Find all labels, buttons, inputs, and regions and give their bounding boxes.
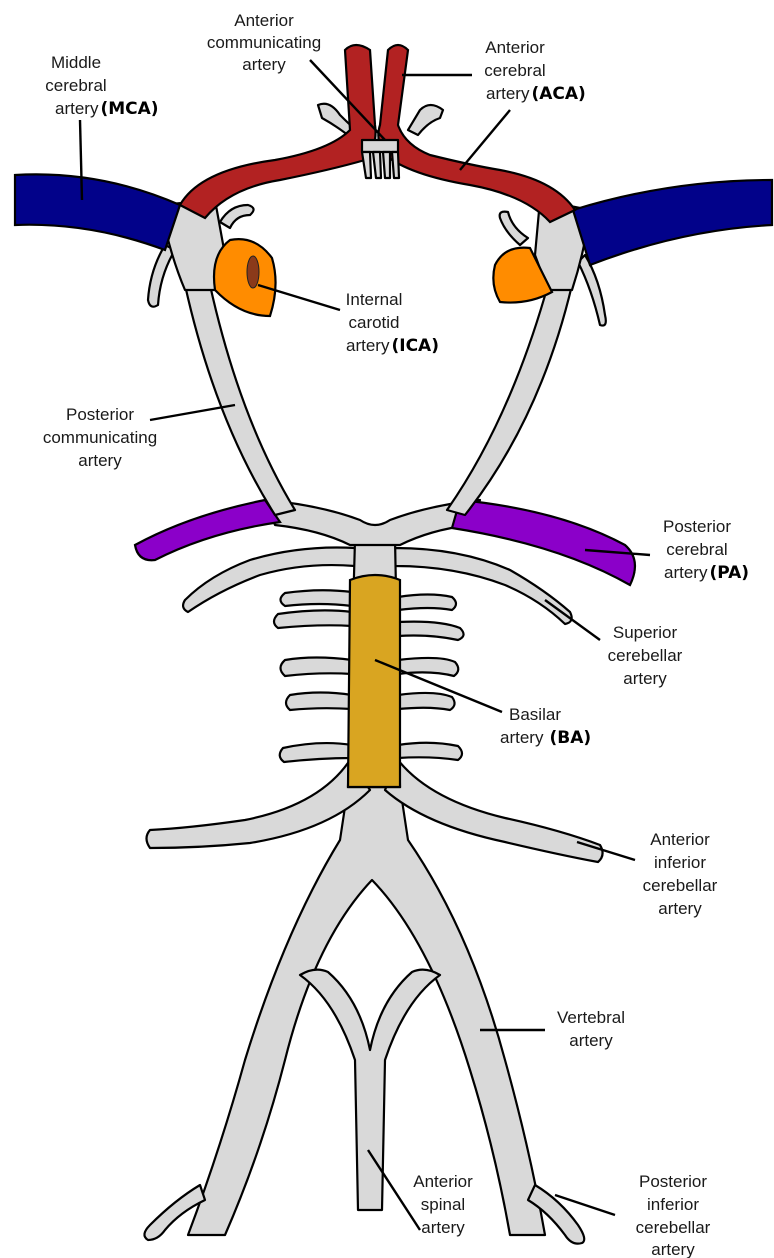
mca-left-shape bbox=[15, 174, 180, 250]
pca-left-shape bbox=[135, 500, 280, 560]
ica-left-shape bbox=[214, 239, 276, 316]
label-asa-line2: spinal bbox=[421, 1195, 465, 1214]
label-pica-line2: inferior bbox=[647, 1195, 699, 1214]
label-pcom-line2: communicating bbox=[43, 428, 157, 447]
label-aca-abbr: (ACA) bbox=[531, 84, 585, 104]
label-pcom-line1: Posterior bbox=[66, 405, 134, 424]
label-ica-line2: carotid bbox=[348, 313, 399, 332]
label-aica-line1: Anterior bbox=[650, 830, 710, 849]
label-sca-line1: Superior bbox=[613, 623, 678, 642]
label-vertebral-line1: Vertebral bbox=[557, 1008, 625, 1027]
acom-artery bbox=[362, 140, 399, 178]
label-pca-line1: Posterior bbox=[663, 517, 731, 536]
label-aica-line4: artery bbox=[658, 899, 702, 918]
label-pcom-line3: artery bbox=[78, 451, 122, 470]
label-aica-line3: cerebellar bbox=[643, 876, 718, 895]
basilar-artery-shape bbox=[348, 575, 400, 787]
label-vertebral-line2: artery bbox=[569, 1031, 613, 1050]
label-pcom: Posterior communicating artery bbox=[43, 405, 157, 470]
label-vertebral: Vertebral artery bbox=[557, 1008, 625, 1050]
label-pica-line3: cerebellar bbox=[636, 1218, 711, 1237]
label-ica-abbr: (ICA) bbox=[391, 336, 439, 356]
mca-right-shape bbox=[573, 180, 772, 265]
label-pca-line2: cerebral bbox=[666, 540, 727, 559]
label-mca-line1: Middle bbox=[51, 53, 101, 72]
label-sca-line2: cerebellar bbox=[608, 646, 683, 665]
label-mca-line2: cerebral bbox=[45, 76, 106, 95]
label-asa: Anterior spinal artery bbox=[413, 1172, 473, 1237]
label-pca: Posterior cerebral artery(PA) bbox=[663, 517, 749, 583]
mca-shapes bbox=[15, 174, 772, 265]
label-pca-line3: artery(PA) bbox=[664, 563, 749, 583]
label-aca-line2: cerebral bbox=[484, 61, 545, 80]
label-acom-line2: communicating bbox=[207, 33, 321, 52]
label-pica: Posterior inferior cerebellar artery bbox=[636, 1172, 711, 1258]
label-aca: Anterior cerebral artery(ACA) bbox=[484, 38, 586, 104]
label-aica: Anterior inferior cerebellar artery bbox=[643, 830, 718, 918]
label-ica-word: artery bbox=[346, 336, 390, 355]
label-basilar-line1: Basilar bbox=[509, 705, 561, 724]
label-ica-line3: artery(ICA) bbox=[346, 336, 439, 356]
label-aca-line1: Anterior bbox=[485, 38, 545, 57]
label-mca-line3: artery(MCA) bbox=[55, 99, 159, 119]
label-acom-line1: Anterior bbox=[234, 11, 294, 30]
ica-lumen bbox=[247, 256, 259, 288]
label-sca: Superior cerebellar artery bbox=[608, 623, 683, 688]
label-mca: Middle cerebral artery(MCA) bbox=[45, 53, 158, 119]
label-basilar-abbr: (BA) bbox=[549, 728, 591, 748]
label-acom-line3: artery bbox=[242, 55, 286, 74]
label-sca-line3: artery bbox=[623, 669, 667, 688]
label-pca-abbr: (PA) bbox=[709, 563, 749, 583]
label-pica-line1: Posterior bbox=[639, 1172, 707, 1191]
label-mca-abbr: (MCA) bbox=[100, 99, 158, 119]
label-pca-word: artery bbox=[664, 563, 708, 582]
label-ica-line1: Internal bbox=[346, 290, 403, 309]
label-aca-word: artery bbox=[486, 84, 530, 103]
label-basilar-word: artery bbox=[500, 728, 544, 747]
basilar-trunk bbox=[348, 540, 400, 787]
label-acom: Anterior communicating artery bbox=[207, 11, 321, 74]
label-aca-line3: artery(ACA) bbox=[486, 84, 586, 104]
label-asa-line3: artery bbox=[421, 1218, 465, 1237]
label-basilar: Basilar artery (BA) bbox=[500, 705, 591, 748]
label-pica-line4: artery bbox=[651, 1240, 695, 1258]
label-asa-line1: Anterior bbox=[413, 1172, 473, 1191]
label-mca-word: artery bbox=[55, 99, 99, 118]
label-ica: Internal carotid artery(ICA) bbox=[346, 290, 439, 356]
label-aica-line2: inferior bbox=[654, 853, 706, 872]
label-basilar-line2: artery (BA) bbox=[500, 728, 591, 748]
